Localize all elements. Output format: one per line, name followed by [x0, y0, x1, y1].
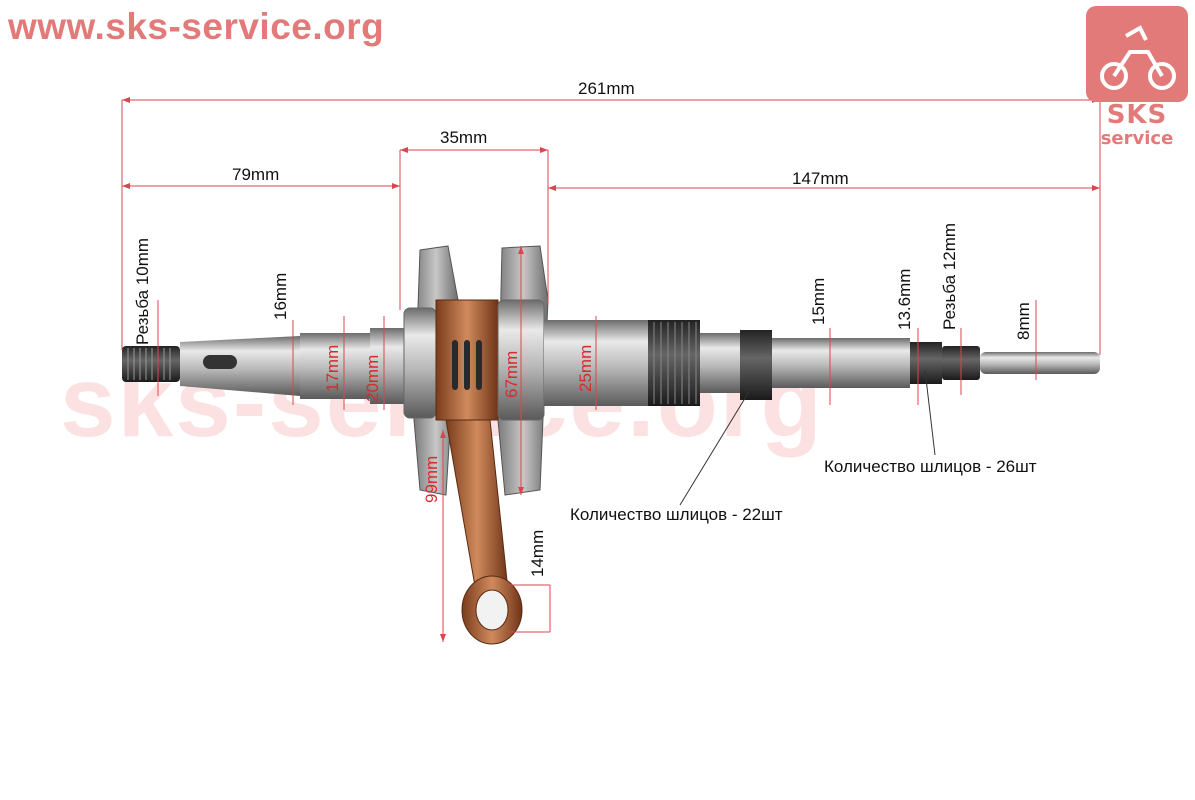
dim-right-thread: Резьба 12mm	[940, 222, 959, 330]
callout-splines-22: Количество шлицов - 22шт	[570, 505, 783, 524]
dim-rod-length: 99mm	[422, 455, 441, 503]
site-url-watermark: www.sks-service.org	[8, 6, 385, 47]
logo-service-text: service	[1100, 128, 1174, 149]
dim-right-bearing-diameter: 25mm	[576, 344, 595, 392]
dim-diameter-15: 15mm	[809, 277, 828, 325]
dim-crank-width: 35mm	[440, 128, 488, 147]
dim-small-end: 14mm	[528, 529, 547, 577]
logo-sks-text: SKS	[1106, 100, 1168, 130]
dim-diameter-13-6: 13.6mm	[895, 268, 914, 330]
dim-crank-web-diameter: 67mm	[502, 350, 521, 398]
dim-diameter-16: 16mm	[271, 272, 290, 320]
dim-diameter-20: 20mm	[363, 354, 382, 402]
dim-total-length: 261mm	[578, 79, 635, 98]
dim-end-diameter: 8mm	[1014, 302, 1033, 340]
dim-right-shaft-length: 147mm	[792, 169, 849, 188]
dim-left-thread: Резьба 10mm	[133, 237, 152, 345]
sks-logo-icon	[1086, 6, 1188, 102]
dim-left-shaft-length: 79mm	[232, 165, 280, 184]
dim-diameter-17: 17mm	[323, 344, 342, 392]
callout-splines-26: Количество шлицов - 26шт	[824, 457, 1037, 476]
